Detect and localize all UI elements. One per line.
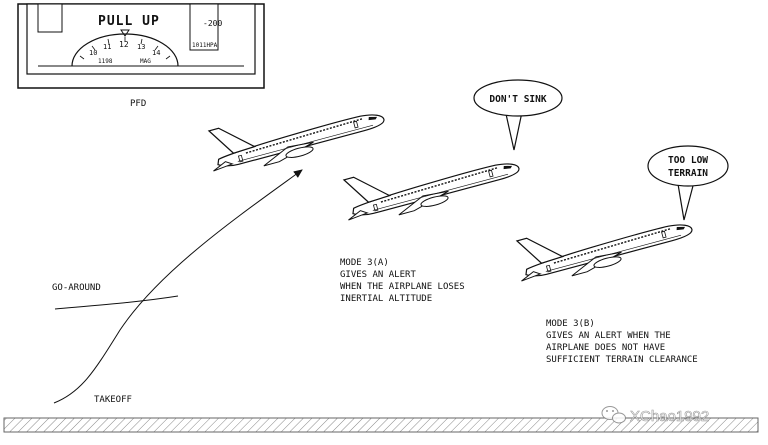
heading-tick-14: 14: [152, 49, 160, 57]
compass-arc: [71, 33, 179, 67]
mode-3a-line-4: INERTIAL ALTITUDE: [340, 294, 432, 304]
heading-tick-12: 12: [119, 40, 129, 49]
baro-readout: 1011HPA: [192, 42, 218, 49]
vs-readout: -200: [203, 19, 222, 28]
vs-tape-box: [189, 3, 219, 51]
watermark: XChao1992: [601, 406, 710, 425]
mode-3a-title: MODE 3(A): [340, 258, 389, 268]
wechat-icon: [601, 406, 626, 424]
pfd-right-readout: MAG: [140, 58, 151, 65]
go-around-flight-path: [54, 295, 179, 310]
watermark-text: XChao1992: [630, 408, 709, 425]
mode-3b-line-3: AIRPLANE DOES NOT HAVE: [546, 343, 665, 353]
heading-tick-10: 10: [89, 49, 97, 57]
takeoff-label: TAKEOFF: [94, 395, 132, 405]
go-around-label: GO-AROUND: [52, 283, 101, 293]
mode-3a-line-2: GIVES AN ALERT: [340, 270, 416, 280]
airplane-mode-3a: [337, 134, 524, 229]
mode-3a-line-3: WHEN THE AIRPLANE LOSES: [340, 282, 465, 292]
heading-tick-13: 13: [137, 43, 145, 51]
mode-3b-description: MODE 3(B) GIVES AN ALERT WHEN THE AIRPLA…: [546, 319, 698, 365]
pfd-caption: PFD: [130, 99, 146, 109]
dont-sink-callout: DON'T SINK: [473, 79, 563, 151]
heading-tick-11: 11: [103, 43, 111, 51]
airplane-climbing: [202, 85, 389, 180]
mode-3b-title: MODE 3(B): [546, 319, 595, 329]
terrain-text: TERRAIN: [668, 168, 708, 179]
mode-3b-line-2: GIVES AN ALERT WHEN THE: [546, 331, 671, 341]
pull-up-warning: PULL UP: [98, 14, 160, 29]
dont-sink-text: DON'T SINK: [489, 94, 546, 105]
takeoff-flight-path: [53, 169, 303, 404]
mode-3b-line-4: SUFFICIENT TERRAIN CLEARANCE: [546, 355, 698, 365]
pfd-left-readout: 1198: [98, 58, 113, 65]
heading-pointer-icon: [120, 29, 130, 37]
airplane-mode-3b: [510, 195, 697, 290]
pfd-panel: -200 1011HPA PULL UP 10 11 12 13 14 1198…: [17, 3, 265, 89]
mode-3a-description: MODE 3(A) GIVES AN ALERT WHEN THE AIRPLA…: [340, 258, 465, 304]
ground-strip: [3, 417, 759, 433]
too-low-text: TOO LOW: [668, 155, 708, 166]
speed-tape-box: [37, 3, 63, 33]
too-low-terrain-callout: TOO LOW TERRAIN: [647, 145, 729, 221]
